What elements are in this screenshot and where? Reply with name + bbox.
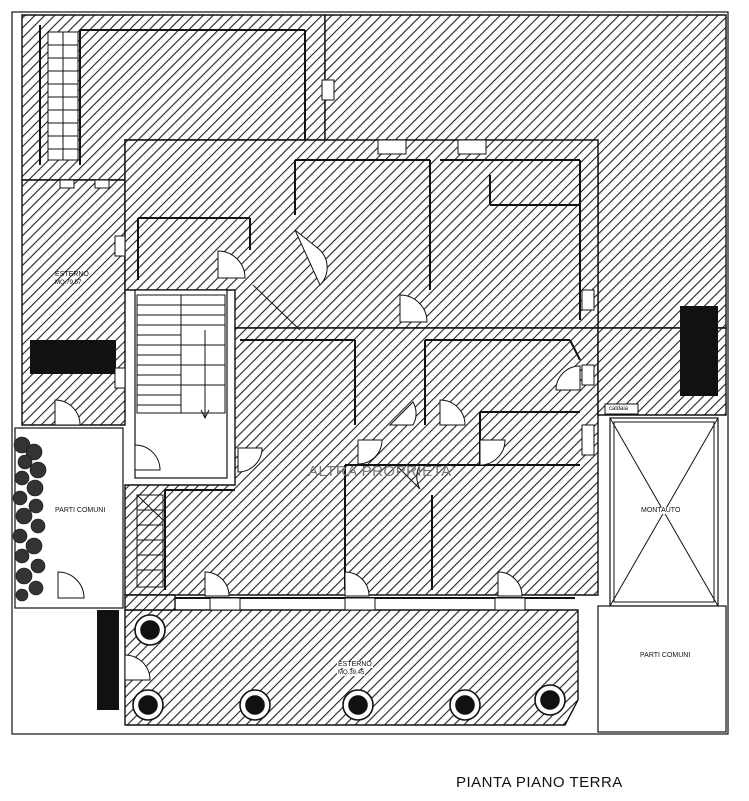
left-black-block xyxy=(30,340,116,374)
watermark-label: ALTRA PROPRIETA' xyxy=(308,463,456,480)
tree-icon xyxy=(132,689,164,721)
room-label-esterno-bottom: ESTERNO xyxy=(337,661,373,668)
parti-comuni-right-area xyxy=(597,605,727,733)
trees xyxy=(132,614,566,721)
tree-icon xyxy=(534,684,566,716)
drawing-title: PIANTA PIANO TERRA xyxy=(456,774,623,791)
room-label-parti-comuni-left: PARTI COMUNI xyxy=(55,507,106,514)
room-label-parti-comuni-right: PARTI COMUNI xyxy=(640,652,691,659)
door-swings xyxy=(54,229,581,681)
room-label-caldaia: caldaia xyxy=(609,406,629,412)
hedge-icon xyxy=(12,436,47,602)
right-black-block xyxy=(680,306,718,396)
bottom-left-black-block xyxy=(97,610,119,710)
caldaia-box xyxy=(604,403,639,415)
solid-fills xyxy=(30,306,718,710)
outer-boundary xyxy=(11,11,729,735)
hatch-esterno-left xyxy=(21,179,126,426)
room-label-esterno-left: ESTERNO xyxy=(55,271,89,278)
window-markers xyxy=(59,79,595,611)
room-area-esterno-bottom: MQ.39,45 xyxy=(337,670,366,676)
tree-icon xyxy=(134,614,166,646)
tree-icon xyxy=(342,689,374,721)
room-area-esterno-left: MQ.79,57 xyxy=(55,280,82,286)
hatch-bottom-left-strip xyxy=(124,594,176,611)
tree-icon xyxy=(239,689,271,721)
stair-main xyxy=(136,294,226,588)
room-label-montauto: MONTAUTO xyxy=(640,507,682,514)
stair-top-left xyxy=(47,31,79,161)
tree-icon xyxy=(449,689,481,721)
